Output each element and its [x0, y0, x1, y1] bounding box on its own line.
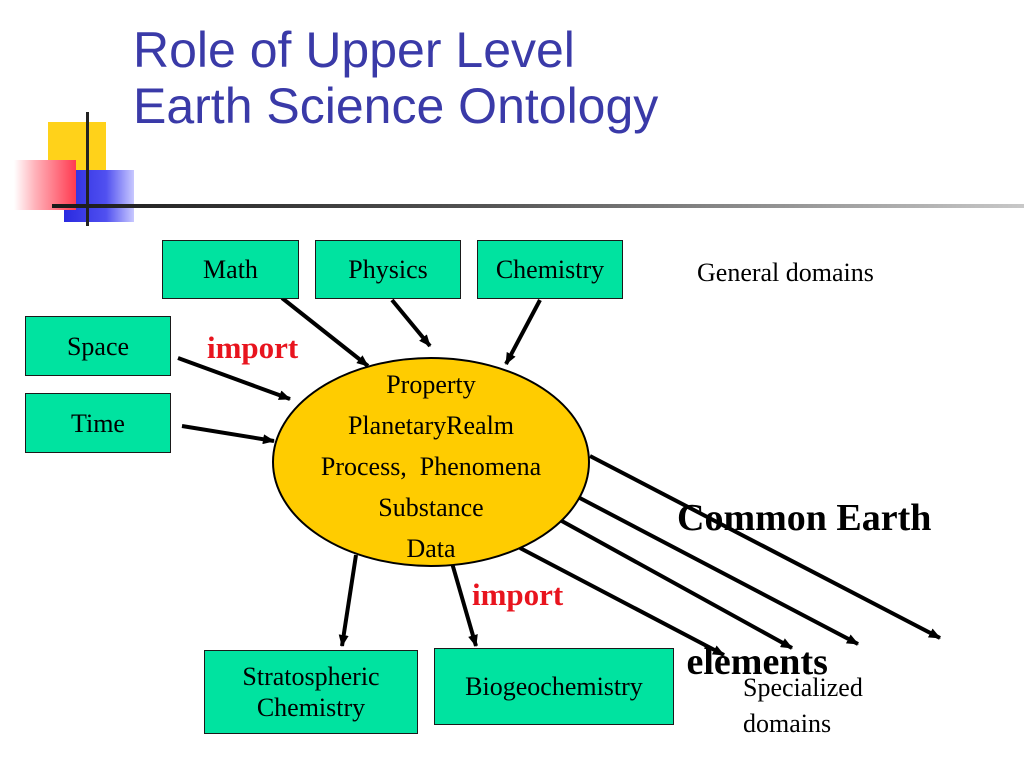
core-concept: Data	[406, 534, 456, 563]
specialized-domain-label: Stratospheric	[242, 662, 380, 691]
specialized-line2: domains	[743, 709, 832, 738]
title-underline	[52, 204, 1024, 208]
import-label-bottom: import	[472, 577, 564, 612]
general-domains-label: General domains	[697, 258, 874, 287]
arrow-math-to-core	[280, 296, 370, 368]
core-ellipse	[272, 357, 590, 567]
page-title: Role of Upper Level Earth Science Ontolo…	[133, 22, 658, 134]
side-domain-space: Space	[25, 316, 171, 376]
core-concept: Process, Phenomena	[320, 452, 542, 481]
general-domain-chemistry: Chemistry	[477, 240, 623, 299]
import-label-top: import	[207, 330, 299, 365]
side-domain-label: Time	[71, 408, 125, 438]
common-earth-line1: Common Earth	[677, 497, 932, 539]
side-domain-label: Space	[66, 331, 130, 361]
arrow-core-to-specialized-3	[575, 494, 859, 646]
arrow-core-to-stratospheric	[338, 554, 358, 647]
specialized-domain-label: Chemistry	[256, 693, 366, 722]
core-concept: PlanetaryRealm	[347, 411, 515, 440]
arrow-core-to-specialized-1	[519, 546, 725, 657]
arrow-core-to-biogeochemistry	[450, 562, 478, 647]
general-domain-label: Math	[203, 255, 258, 284]
arrow-core-to-specialized-2	[559, 518, 793, 650]
page-title-line2: Earth Science Ontology	[133, 78, 659, 134]
general-domain-label: Chemistry	[495, 255, 605, 284]
specialized-domain-biogeochemistry: Biogeochemistry	[434, 648, 674, 725]
general-domain-label: Physics	[348, 255, 428, 284]
core-concepts: Property PlanetaryRealm Process, Phenome…	[276, 364, 586, 569]
side-domain-time: Time	[25, 393, 171, 453]
common-earth-elements-label: Common Earth elements	[677, 398, 931, 734]
core-concept: Substance	[378, 493, 484, 522]
specialized-domains-label: Specialized domains	[743, 670, 863, 742]
arrow-core-to-specialized-4	[589, 454, 941, 640]
general-domain-physics: Physics	[315, 240, 461, 299]
decorative-vertical-line	[86, 112, 89, 226]
arrow-chemistry-to-core	[504, 299, 542, 365]
decorative-red-square	[14, 160, 76, 210]
arrow-physics-to-core	[390, 298, 432, 348]
arrow-time-to-core	[181, 424, 275, 445]
common-earth-line2: elements	[677, 641, 828, 683]
general-domain-math: Math	[162, 240, 299, 299]
specialized-domain-stratospheric-chemistry: Stratospheric Chemistry	[204, 650, 418, 734]
core-concept: Property	[386, 370, 476, 399]
specialized-domain-label: Biogeochemistry	[465, 672, 643, 701]
page-title-line1: Role of Upper Level	[133, 22, 575, 78]
arrow-space-to-core	[177, 356, 291, 401]
specialized-line1: Specialized	[743, 673, 863, 702]
